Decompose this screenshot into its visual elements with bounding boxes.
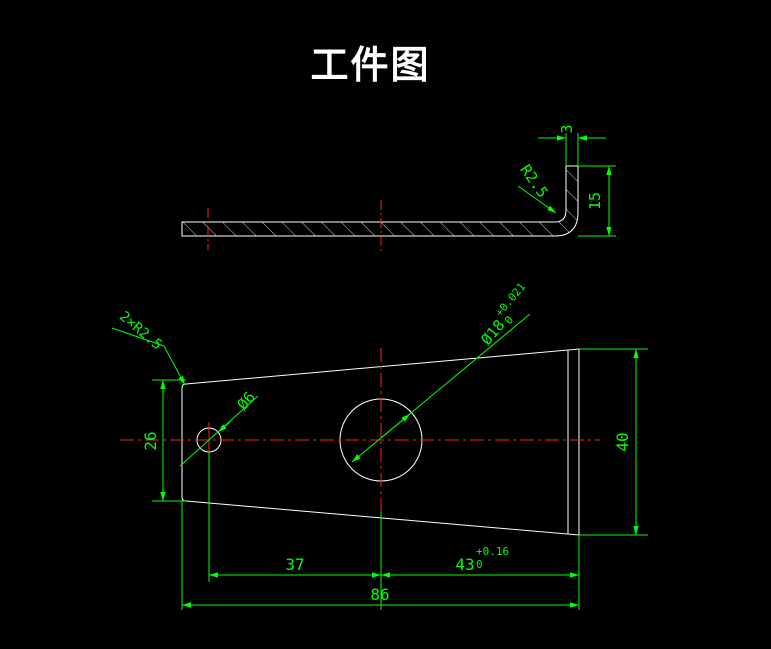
drawing-title: 工件图 bbox=[310, 43, 431, 87]
dim-right-length-tol-upper: +0.16 bbox=[476, 545, 509, 558]
dim-right-length: 43 bbox=[455, 555, 474, 574]
dim-thickness: 3 bbox=[558, 124, 576, 133]
dim-big-hole-tol-upper: +0.021 bbox=[493, 280, 529, 319]
dim-small-hole: Ø6 bbox=[233, 388, 258, 413]
dim-total-length: 86 bbox=[370, 585, 389, 604]
dim-right-height: 40 bbox=[613, 432, 632, 451]
dim-right-length-tol-lower: 0 bbox=[476, 558, 483, 571]
dim-corner-radius: 2×R2.5 bbox=[116, 309, 165, 354]
front-view: 2×R2.5 Ø6 Ø18 +0.021 0 26 40 3 bbox=[111, 280, 648, 610]
side-view: 3 15 R2.5 bbox=[181, 124, 616, 254]
dim-flange-height: 15 bbox=[586, 192, 604, 210]
side-view-section bbox=[181, 165, 579, 237]
dim-bend-radius: R2.5 bbox=[516, 161, 551, 201]
dim-left-height: 26 bbox=[141, 431, 160, 450]
dim-hole-spacing: 37 bbox=[285, 555, 304, 574]
